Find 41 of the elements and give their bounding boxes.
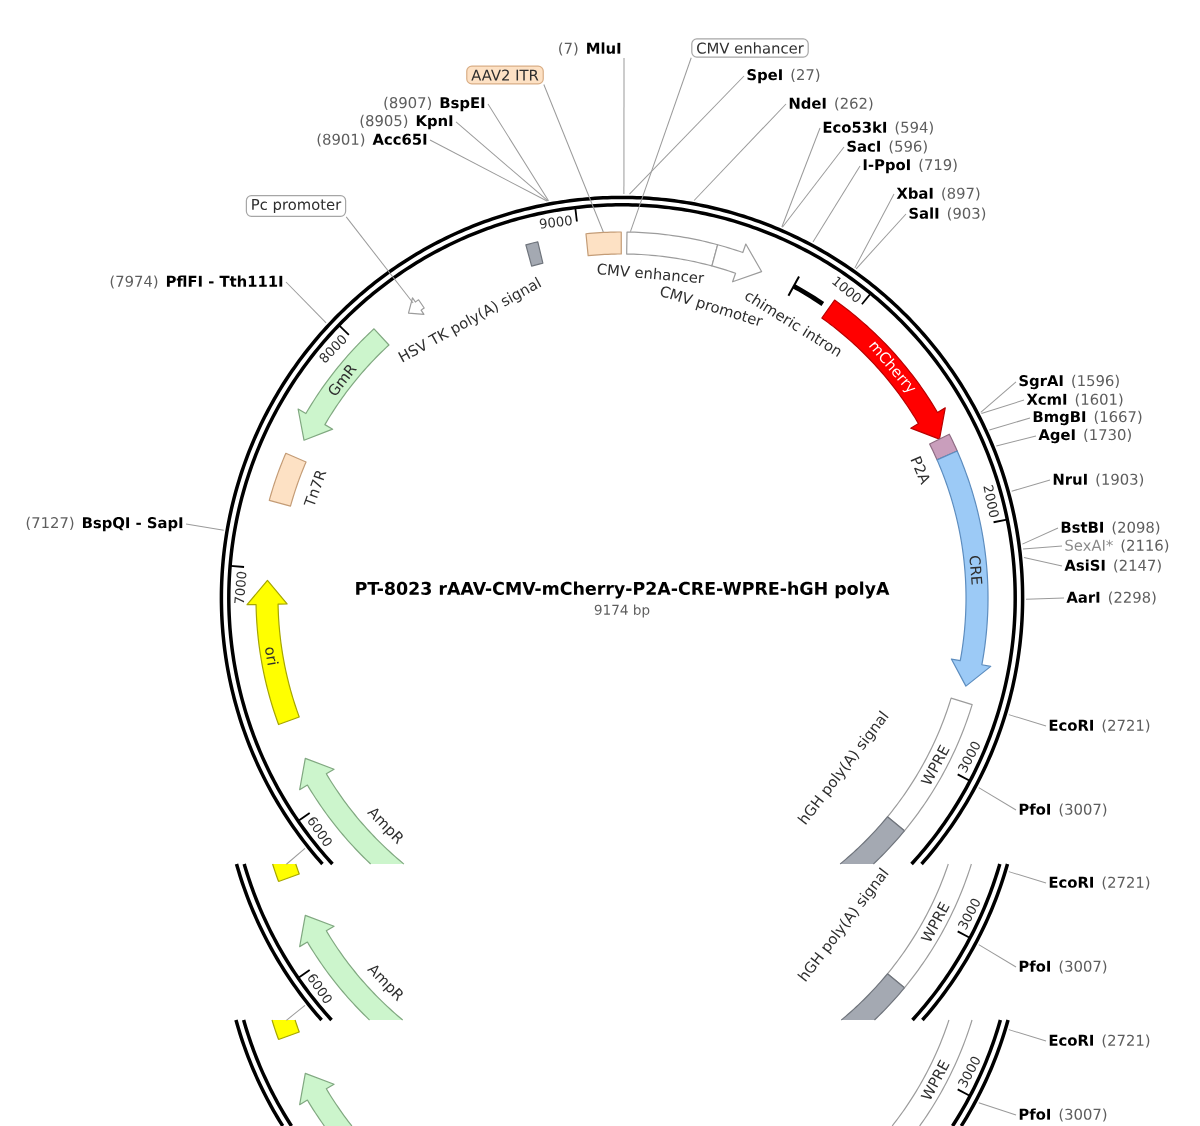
leader-line bbox=[978, 787, 1017, 811]
plasmid-ring bbox=[234, 1018, 1010, 1126]
leader-line bbox=[285, 1004, 306, 1021]
leader-line bbox=[1022, 545, 1063, 550]
leader-line bbox=[781, 146, 845, 228]
leader-line bbox=[629, 57, 692, 233]
leader-line bbox=[455, 121, 549, 202]
leader-line bbox=[1008, 1029, 1047, 1042]
map-title: PT-8023 rAAV-CMV-mCherry-P2A-CRE-WPRE-hGH polyA bbox=[356, 581, 890, 599]
feature-box bbox=[272, 863, 300, 883]
leader-line bbox=[429, 139, 548, 202]
leader-line bbox=[693, 103, 787, 201]
leader-line bbox=[988, 417, 1031, 431]
plasmid-ring bbox=[234, 862, 1010, 1022]
leader-line bbox=[1025, 597, 1065, 600]
feature-box bbox=[271, 1019, 300, 1041]
leader-line bbox=[628, 75, 745, 195]
leader-line bbox=[487, 103, 550, 202]
leader-line bbox=[1011, 479, 1051, 492]
leader-line bbox=[185, 523, 225, 531]
leader-line bbox=[854, 193, 895, 269]
leader-line bbox=[980, 399, 1025, 414]
leader-line bbox=[855, 213, 907, 270]
leader-line bbox=[285, 281, 327, 324]
leader-line bbox=[980, 381, 1017, 413]
leader-line bbox=[995, 435, 1037, 447]
leader-line bbox=[978, 1102, 1017, 1116]
feature-box bbox=[585, 231, 622, 257]
leader-line bbox=[978, 944, 1017, 968]
leader-line bbox=[623, 57, 625, 195]
leader-line bbox=[1021, 527, 1059, 545]
leader-line bbox=[1023, 557, 1063, 567]
leader-line bbox=[1008, 714, 1047, 727]
leader-line bbox=[812, 165, 861, 243]
leader-line bbox=[345, 216, 414, 304]
leader-line bbox=[1008, 871, 1047, 884]
feature-segment bbox=[407, 297, 425, 315]
leader-line bbox=[285, 847, 306, 865]
leader-line bbox=[543, 84, 604, 233]
feature-segment bbox=[299, 1072, 353, 1126]
leader-line bbox=[781, 127, 821, 228]
